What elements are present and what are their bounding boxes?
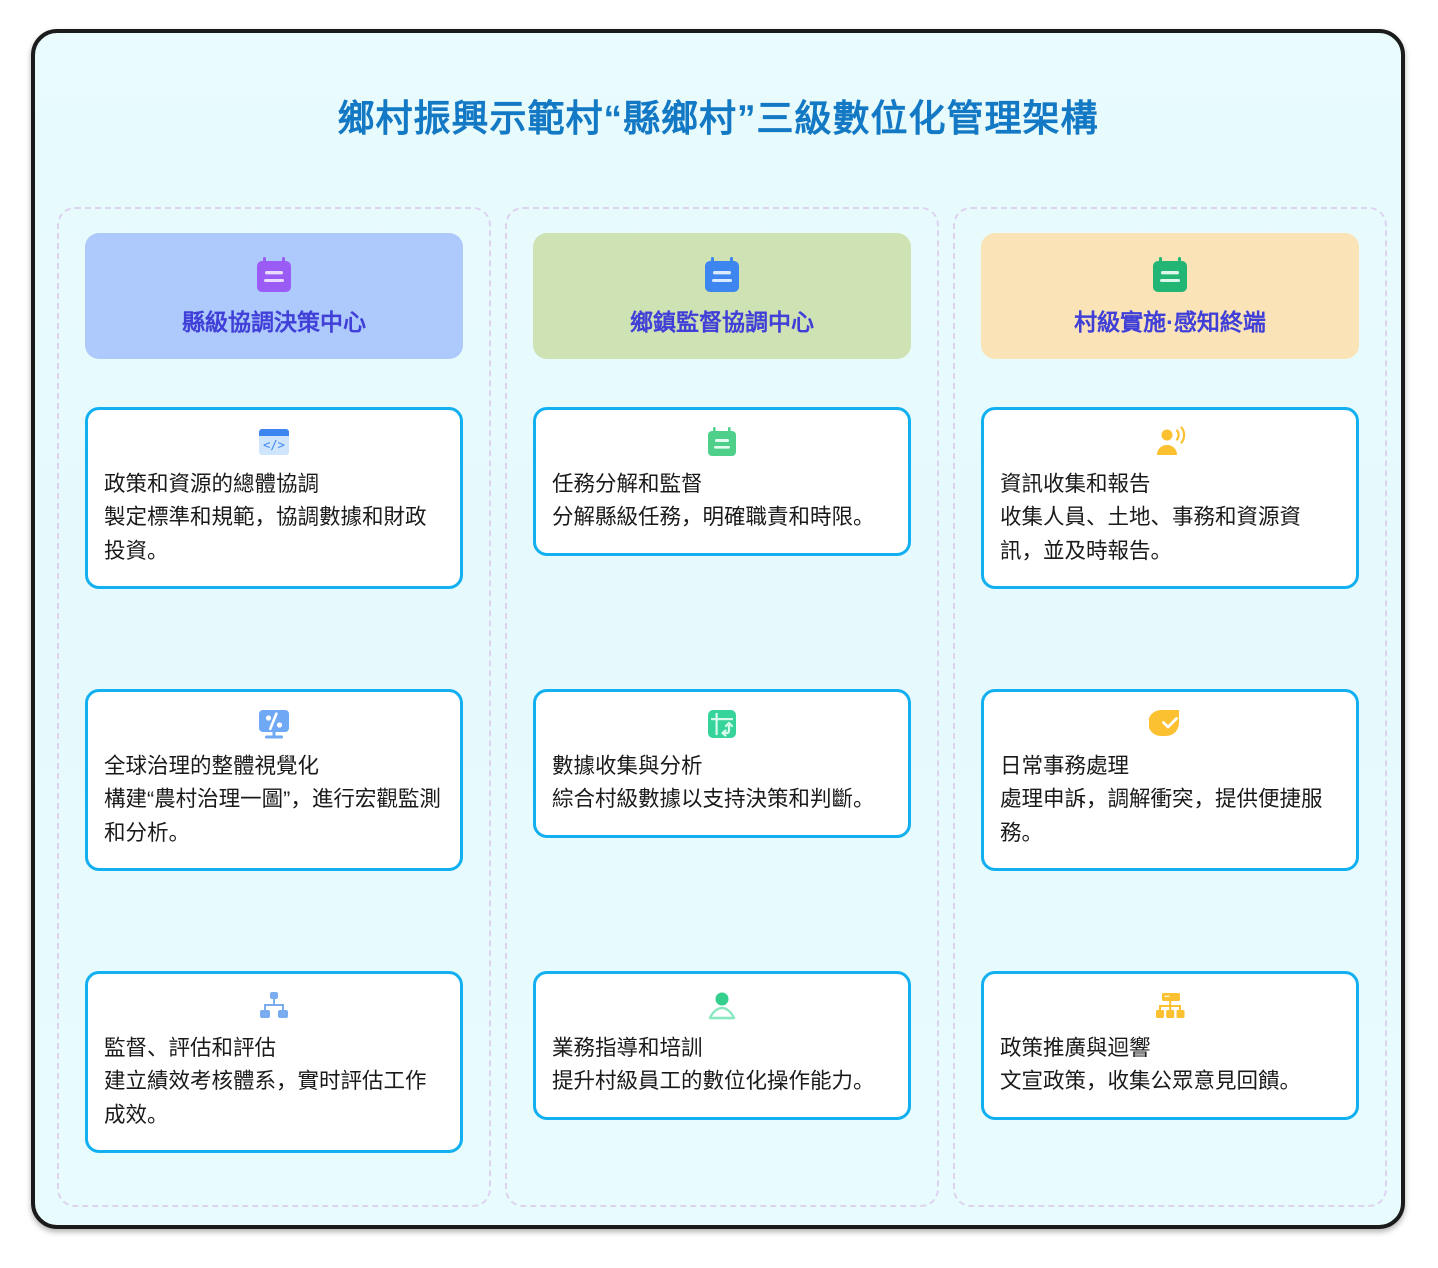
card-data-collection-analysis[interactable]: 數據收集與分析 綜合村級數據以支持決策和判斷。: [533, 689, 911, 838]
card-text: 數據收集與分析 綜合村級數據以支持決策和判斷。: [552, 754, 875, 812]
card-text: 政策和資源的總體協調 製定標準和規範，協調數據和財政投資。: [104, 472, 427, 563]
card-text: 資訊收集和報告 收集人員、土地、事務和資源資訊，並及時報告。: [1000, 472, 1302, 563]
person-icon: [708, 992, 736, 1020]
sitemap-icon: [260, 992, 288, 1018]
card-slot: 全球治理的整體視覺化 構建“農村治理一圖”，進行宏觀監測和分析。: [85, 641, 463, 923]
column-header-village[interactable]: 村級實施·感知終端: [981, 233, 1359, 359]
card-slot: 任務分解和監督 分解縣級任務，明確職責和時限。: [533, 359, 911, 641]
card-icon-wrap: [1000, 706, 1340, 744]
card-text: 日常事務處理 處理申訴，調解衝突，提供便捷服務。: [1000, 754, 1323, 845]
card-text: 業務指導和培訓 提升村級員工的數位化操作能力。: [552, 1036, 875, 1094]
card-slot: 政策推廣與迴響 文宣政策，收集公眾意見回饋。: [981, 923, 1359, 1205]
code-window-icon: </>: [259, 429, 289, 455]
card-text: 政策推廣與迴響 文宣政策，收集公眾意見回饋。: [1000, 1036, 1302, 1094]
svg-text:</>: </>: [263, 438, 285, 452]
org-chart-icon: [1156, 993, 1185, 1018]
card-text: 監督、評估和評估 建立績效考核體系，實时評估工作成效。: [104, 1036, 427, 1127]
card-slot: </> 政策和資源的總體協調 製定標準和規範，協調數據和財政投資。: [85, 359, 463, 641]
column-village: 村級實施·感知終端 資訊收集和報告 收集人員、土地、事務和資源資訊，並及時報告。: [953, 207, 1387, 1207]
column-township: 鄉鎮監督協調中心 任務分解和監督 分解縣級任務，明確職責和時限。: [505, 207, 939, 1207]
check-circle-icon: [1149, 710, 1179, 736]
card-icon-wrap: </>: [104, 424, 444, 462]
card-policy-coordination[interactable]: </> 政策和資源的總體協調 製定標準和規範，協調數據和財政投資。: [85, 407, 463, 589]
card-global-visualization[interactable]: 全球治理的整體視覺化 構建“農村治理一圖”，進行宏觀監測和分析。: [85, 689, 463, 871]
card-slot: 數據收集與分析 綜合村級數據以支持決策和判斷。: [533, 641, 911, 923]
column-header-label: 村級實施·感知終端: [1074, 309, 1266, 335]
person-broadcast-icon: [1157, 426, 1186, 455]
calendar-icon: [1147, 255, 1193, 295]
column-header-township[interactable]: 鄉鎮監督協調中心: [533, 233, 911, 359]
card-slot: 監督、評估和評估 建立績效考核體系，實时評估工作成效。: [85, 923, 463, 1205]
card-icon-wrap: [1000, 988, 1340, 1026]
card-slot: 日常事務處理 處理申訴，調解衝突，提供便捷服務。: [981, 641, 1359, 923]
card-daily-affairs[interactable]: 日常事務處理 處理申訴，調解衝突，提供便捷服務。: [981, 689, 1359, 871]
card-icon-wrap: [552, 424, 892, 462]
card-task-decomposition[interactable]: 任務分解和監督 分解縣級任務，明確職責和時限。: [533, 407, 911, 556]
card-slot: 資訊收集和報告 收集人員、土地、事務和資源資訊，並及時報告。: [981, 359, 1359, 641]
card-slot: 業務指導和培訓 提升村級員工的數位化操作能力。: [533, 923, 911, 1205]
calendar-icon: [251, 255, 297, 295]
calendar-icon: [708, 427, 736, 456]
card-icon-wrap: [104, 988, 444, 1026]
card-icon-wrap: [552, 706, 892, 744]
column-header-label: 縣級協調決策中心: [182, 309, 366, 335]
column-header-county[interactable]: 縣級協調決策中心: [85, 233, 463, 359]
card-information-reporting[interactable]: 資訊收集和報告 收集人員、土地、事務和資源資訊，並及時報告。: [981, 407, 1359, 589]
card-icon-wrap: [1000, 424, 1340, 462]
card-icon-wrap: [104, 706, 444, 744]
column-header-label: 鄉鎮監督協調中心: [630, 309, 814, 335]
card-text: 全球治理的整體視覺化 構建“農村治理一圖”，進行宏觀監測和分析。: [104, 754, 441, 845]
page-title: 鄉村振興示範村“縣鄉村”三級數位化管理架構: [337, 98, 1099, 139]
columns-container: 縣級協調決策中心 </> 政策和資源的總體協調 製定標準和規範，協調數據和財政投…: [57, 207, 1387, 1207]
column-county: 縣級協調決策中心 </> 政策和資源的總體協調 製定標準和規範，協調數據和財政投…: [57, 207, 491, 1207]
monitor-percent-icon: [259, 710, 289, 739]
transform-grid-icon: [708, 710, 736, 738]
card-supervision-assessment[interactable]: 監督、評估和評估 建立績效考核體系，實时評估工作成效。: [85, 971, 463, 1153]
diagram-frame: 鄉村振興示範村“縣鄉村”三級數位化管理架構 縣級協調決策中心: [31, 29, 1405, 1229]
card-icon-wrap: [552, 988, 892, 1026]
card-guidance-training[interactable]: 業務指導和培訓 提升村級員工的數位化操作能力。: [533, 971, 911, 1120]
card-policy-promotion[interactable]: 政策推廣與迴響 文宣政策，收集公眾意見回饋。: [981, 971, 1359, 1120]
calendar-icon: [699, 255, 745, 295]
card-text: 任務分解和監督 分解縣級任務，明確職責和時限。: [552, 472, 875, 530]
